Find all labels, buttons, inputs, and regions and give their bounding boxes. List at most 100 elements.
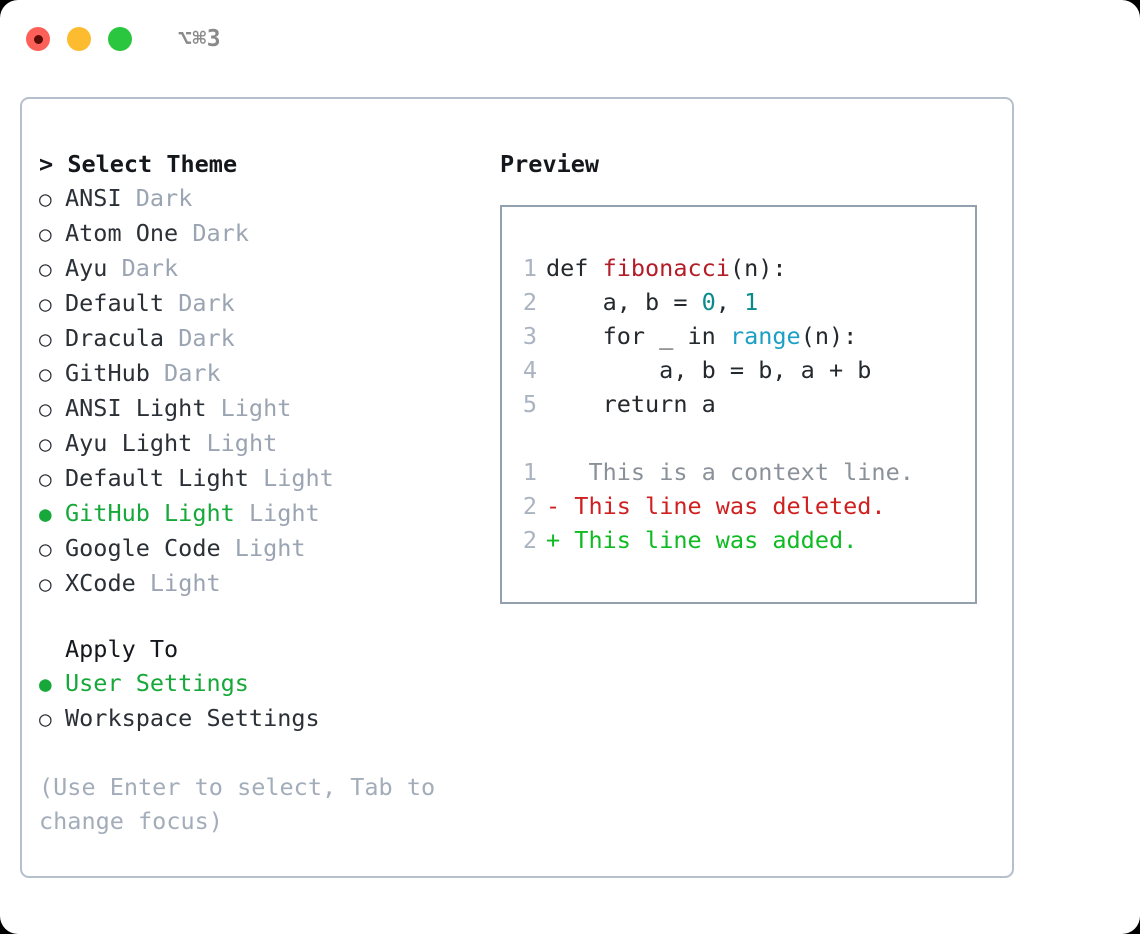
theme-name: GitHub [65, 359, 150, 387]
preview-title: Preview [500, 150, 600, 178]
code-content: a, b = b, a + b [546, 353, 871, 387]
diff-marker [546, 455, 560, 489]
diff-marker: - [546, 492, 561, 520]
radio-unselected-icon: ○ [39, 257, 52, 281]
code-token-kw: return a [546, 390, 716, 418]
line-number: 4 [522, 356, 537, 384]
theme-name: Google Code [65, 534, 221, 562]
theme-list-item[interactable]: ○XCode Light [39, 566, 479, 601]
code-token-call: range [729, 322, 801, 350]
theme-category: Dark [135, 184, 193, 212]
theme-separator [249, 461, 263, 495]
code-line: 1 def fibonacci(n): [502, 251, 975, 285]
theme-category: Dark [192, 219, 249, 247]
diff-line: 2- This line was deleted. [502, 489, 975, 523]
code-token-kw: a, b = [546, 288, 702, 316]
theme-list-item[interactable]: ○Atom One Dark [39, 216, 479, 251]
main-panel: > Select Theme ○ANSI Dark○Atom One Dark○… [20, 97, 1014, 878]
theme-list[interactable]: ○ANSI Dark○Atom One Dark○Ayu Dark○Defaul… [39, 181, 479, 601]
theme-list-item[interactable]: ●GitHub Light Light [39, 496, 479, 531]
theme-name: Ayu [65, 254, 108, 282]
theme-list-item[interactable]: ○Ayu Light Light [39, 426, 479, 461]
minimize-button-icon[interactable] [67, 27, 91, 51]
apply-to-label: User Settings [65, 669, 249, 697]
keyboard-shortcut-label: ⌥⌘3 [178, 26, 222, 52]
code-token-fn: fibonacci [602, 254, 730, 282]
theme-category: Light [263, 464, 334, 492]
theme-list-item[interactable]: ○Default Dark [39, 286, 479, 321]
theme-list-item[interactable]: ○ Ayu Dark [39, 251, 479, 286]
theme-category: Dark [121, 254, 179, 282]
line-number: 2 [522, 288, 537, 316]
theme-name: Ayu Light [65, 429, 193, 457]
code-token-kw: a, b = b, a + b [546, 356, 872, 384]
zoom-button-icon[interactable] [108, 27, 132, 51]
radio-unselected-icon: ○ [39, 327, 52, 351]
line-number: 3 [522, 322, 537, 350]
radio-unselected-icon: ○ [39, 187, 52, 211]
diff-text: This is a context line. [560, 458, 914, 486]
diff-line: 2+ This line was added. [502, 523, 975, 557]
apply-to-options[interactable]: ● User Settings ○Workspace Settings [39, 666, 479, 736]
theme-separator [107, 251, 121, 285]
theme-list-item[interactable]: ○ Google Code Light [39, 531, 479, 566]
theme-name: Default Light [65, 464, 249, 492]
radio-selected-icon: ● [39, 672, 52, 696]
code-token-punct: (n): [800, 322, 858, 350]
apply-to-option[interactable]: ○Workspace Settings [39, 701, 479, 736]
theme-separator [122, 181, 136, 215]
apply-to-header: Apply To [65, 635, 179, 663]
code-content: def fibonacci(n): [546, 251, 787, 285]
theme-separator [164, 286, 178, 320]
theme-separator [136, 566, 150, 600]
theme-category: Light [220, 394, 292, 422]
theme-list-item[interactable]: ○ANSI Light Light [39, 391, 479, 426]
theme-category: Dark [164, 359, 221, 387]
code-token-num: 0 [701, 288, 716, 316]
code-content: for _ in range(n): [546, 319, 858, 353]
theme-name: XCode [65, 569, 136, 597]
theme-category: Light [206, 429, 278, 457]
prompt-caret-icon: > [39, 150, 54, 178]
select-theme-title: Select Theme [67, 150, 238, 178]
diff-text: This line was added. [560, 526, 858, 554]
title-bar: ⌥⌘3 [0, 0, 1140, 78]
radio-unselected-icon: ○ [39, 292, 52, 316]
line-number: 1 [522, 458, 537, 486]
apply-to-option[interactable]: ● User Settings [39, 666, 479, 701]
theme-list-item[interactable]: ○Dracula Dark [39, 321, 479, 356]
theme-category: Light [234, 534, 306, 562]
code-token-num: 1 [744, 288, 759, 316]
line-number: 1 [522, 254, 537, 282]
apply-to-section: Apply To ● User Settings ○Workspace Settin… [39, 632, 479, 736]
theme-separator [164, 321, 178, 355]
theme-name: Dracula [65, 324, 165, 352]
code-line: 3 for _ in range(n): [502, 319, 975, 353]
radio-unselected-icon: ○ [39, 537, 52, 561]
theme-separator [178, 216, 192, 250]
theme-separator [206, 391, 220, 425]
code-line: 2 a, b = 0, 1 [502, 285, 975, 319]
close-button-icon[interactable] [26, 27, 50, 51]
diff-sample: 1 This is a context line. 2- This line wa… [502, 455, 975, 557]
code-token-kw: def [546, 254, 603, 282]
radio-unselected-icon: ○ [39, 222, 52, 246]
radio-unselected-icon: ○ [39, 362, 52, 386]
theme-list-item[interactable]: ○ANSI Dark [39, 181, 479, 216]
theme-separator [221, 531, 235, 565]
theme-separator [150, 356, 164, 390]
radio-unselected-icon: ○ [39, 572, 52, 596]
radio-unselected-icon: ○ [39, 397, 52, 421]
code-content: a, b = 0, 1 [546, 285, 759, 319]
theme-list-item[interactable]: ○ GitHub Dark [39, 356, 479, 391]
radio-unselected-icon: ○ [39, 467, 52, 491]
theme-category: Light [248, 499, 320, 527]
diff-marker: + [546, 526, 561, 554]
theme-name: Default [65, 289, 165, 317]
theme-list-item[interactable]: ○ Default Light Light [39, 461, 479, 496]
line-number: 2 [522, 492, 537, 520]
